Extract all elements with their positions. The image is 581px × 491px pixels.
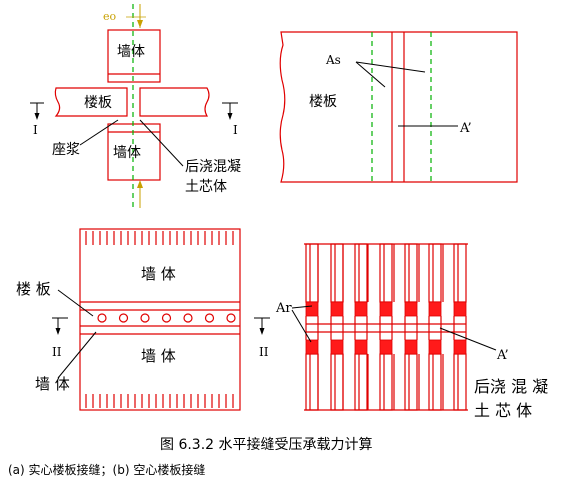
section-b-left-arrowhead [55, 328, 61, 335]
core-fill-lower [428, 339, 442, 355]
bottom-wall-label-b: 墙 体 [141, 347, 176, 365]
core-fill-lower [453, 339, 467, 355]
top-wall-label-b: 墙 体 [141, 265, 176, 283]
top-wall-label: 墙体 [117, 44, 145, 60]
hollow-core-circle [118, 313, 129, 323]
top-wall [107, 29, 161, 83]
hollow-slab-ribs [304, 243, 468, 411]
bottom-load-arrow [137, 180, 143, 188]
section-right-label: I [233, 123, 238, 137]
as-label: As [325, 53, 341, 67]
right-slab [139, 87, 210, 117]
figure-caption: 图 6.3.2 水平接缝受压承载力计算 [160, 436, 373, 453]
ar-label: Ar [275, 301, 292, 316]
panel-b-plan: Ar A’ 后浇 混 凝 土 芯 体 [275, 243, 548, 420]
core-fill-lower [305, 339, 319, 355]
core-label-2: 土芯体 [185, 179, 227, 195]
rib-upper [453, 243, 467, 303]
slab-label: 楼板 [84, 95, 112, 111]
rib-lower [428, 353, 442, 411]
hollow-core-circle [226, 313, 236, 323]
hollow-core-circle [140, 313, 150, 323]
bottom-break-hatch [85, 394, 234, 408]
a-prime-label-b: A’ [496, 348, 509, 363]
grout-leader [79, 119, 119, 146]
core-label-b-1: 后浇 混 凝 [474, 377, 548, 396]
core-fill-upper [379, 301, 393, 317]
rib-lower [330, 353, 344, 411]
left-slab [54, 87, 128, 117]
panel-a-plan: As 楼板 A’ [279, 31, 518, 183]
core-fill-lower [330, 339, 344, 355]
panel-a-section: eo 墙体 墙体 楼板 座浆 后浇混凝 土芯体 I I [30, 4, 241, 208]
rib-upper [305, 243, 319, 303]
hollow-core-circle [97, 313, 107, 323]
slab-label-b: 楼 板 [16, 280, 51, 298]
core-fill-lower [404, 339, 418, 355]
rib-lower [305, 353, 319, 411]
section-left-arrowhead [34, 113, 40, 120]
rib-lower [379, 353, 393, 411]
core-label-1: 后浇混凝 [185, 159, 241, 175]
plan-slab-label: 楼板 [309, 94, 337, 110]
section-right-arrowhead [227, 113, 233, 120]
hollow-cores [97, 313, 236, 323]
wall-label-b: 墙 体 [35, 375, 70, 393]
rib-upper [404, 243, 418, 303]
as-leader-2 [355, 61, 426, 73]
core-fill-upper [428, 301, 442, 317]
figure-subcaption: (a) 实心楼板接缝；(b) 空心楼板接缝 [8, 462, 205, 477]
rib-lower [453, 353, 467, 411]
bottom-wall [107, 123, 161, 181]
hollow-core-circle [161, 313, 172, 323]
hollow-core-circle [183, 313, 193, 323]
core-fill-lower [379, 339, 393, 355]
eo-arrow-head [137, 20, 143, 28]
rib-upper [354, 243, 368, 303]
panel-b-outline [79, 228, 241, 411]
top-break-hatch [85, 231, 234, 245]
panel-b-section: 墙 体 墙 体 楼 板 墙 体 II II [16, 228, 270, 411]
a-prime-leader-b [439, 327, 497, 351]
rib-upper [428, 243, 442, 303]
core-fill-upper [404, 301, 418, 317]
as-leader-1 [355, 61, 386, 88]
rib-upper [330, 243, 344, 303]
grout-label: 座浆 [52, 142, 80, 158]
core-fill-upper [354, 301, 368, 317]
hollow-core-circle [204, 313, 215, 323]
core-label-b-2: 土 芯 体 [474, 401, 532, 420]
rib-lower [404, 353, 418, 411]
section-b-right-arrowhead [259, 328, 265, 335]
slab-leader-b [57, 289, 94, 317]
plan-slab-outline [279, 31, 518, 183]
rib-lower [354, 353, 368, 411]
core-fill-upper [330, 301, 344, 317]
a-prime-label: A’ [459, 121, 472, 136]
section-b-left-label: II [52, 345, 62, 359]
section-b-right-label: II [259, 345, 269, 359]
rib-upper [379, 243, 393, 303]
ar-leader-1 [291, 305, 313, 309]
core-leader [139, 119, 184, 167]
core-fill-upper [305, 301, 319, 317]
core-fill-lower [354, 339, 368, 355]
section-left-label: I [33, 123, 38, 137]
wall-leader-b [57, 331, 97, 379]
bottom-wall-label: 墙体 [113, 145, 141, 161]
ar-leader-2 [291, 309, 312, 343]
eo-label: eo [103, 10, 117, 23]
core-fill-upper [453, 301, 467, 317]
